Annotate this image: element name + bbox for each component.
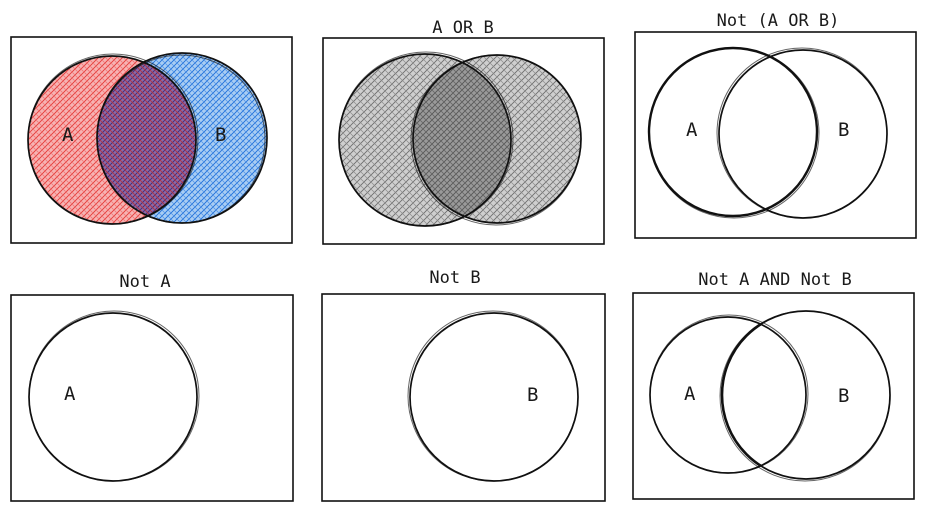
set-a-label: A (684, 383, 696, 405)
intersection-outline (720, 317, 806, 473)
panel-2-title: A OR B (432, 18, 493, 38)
panel-5-frame (321, 293, 606, 502)
set-a-label: A (62, 124, 74, 146)
panel-3-frame (634, 31, 917, 239)
set-a-label: A (64, 383, 76, 405)
panel-6-frame (632, 292, 915, 500)
panel-4-frame (10, 294, 294, 502)
panel-1: A B (10, 36, 293, 244)
set-b-outline-sketch (716, 47, 888, 219)
set-a-outline-sketch (28, 310, 200, 482)
panel-4-title: Not A (119, 272, 170, 292)
set-a-outline-sketch (648, 47, 820, 219)
panel-6: Not A AND Not B A B (632, 270, 915, 500)
set-a-outline-sketch (649, 314, 809, 474)
panel-5-title: Not B (429, 268, 480, 288)
set-a-outline-sketch (27, 53, 199, 225)
panel-6-title: Not A AND Not B (698, 270, 852, 290)
set-b-region (410, 313, 578, 481)
panel-4: Not A A (10, 272, 294, 502)
panel-5: Not B B (321, 268, 606, 502)
set-a-region (29, 313, 197, 481)
panel-3-title: Not (A OR B) (717, 11, 840, 31)
set-b-outline-sketch (407, 310, 579, 482)
set-a-label: A (686, 119, 698, 141)
panel-2: A OR B (322, 18, 605, 245)
set-b-label: B (527, 384, 538, 406)
intersection-region (413, 55, 511, 223)
panel-2-frame (322, 37, 605, 245)
set-b-outline-sketch (719, 310, 891, 482)
set-b-label: B (215, 124, 226, 146)
set-b-outline-sketch (410, 54, 582, 226)
set-a-outline-sketch (338, 51, 514, 227)
set-b-outline-sketch (96, 54, 266, 224)
set-b-label: B (838, 119, 849, 141)
set-b-region (719, 50, 887, 218)
panel-1-frame (10, 36, 293, 244)
panel-3: Not (A OR B) A B (634, 11, 917, 239)
set-b-label: B (838, 385, 849, 407)
intersection-region (97, 56, 196, 223)
